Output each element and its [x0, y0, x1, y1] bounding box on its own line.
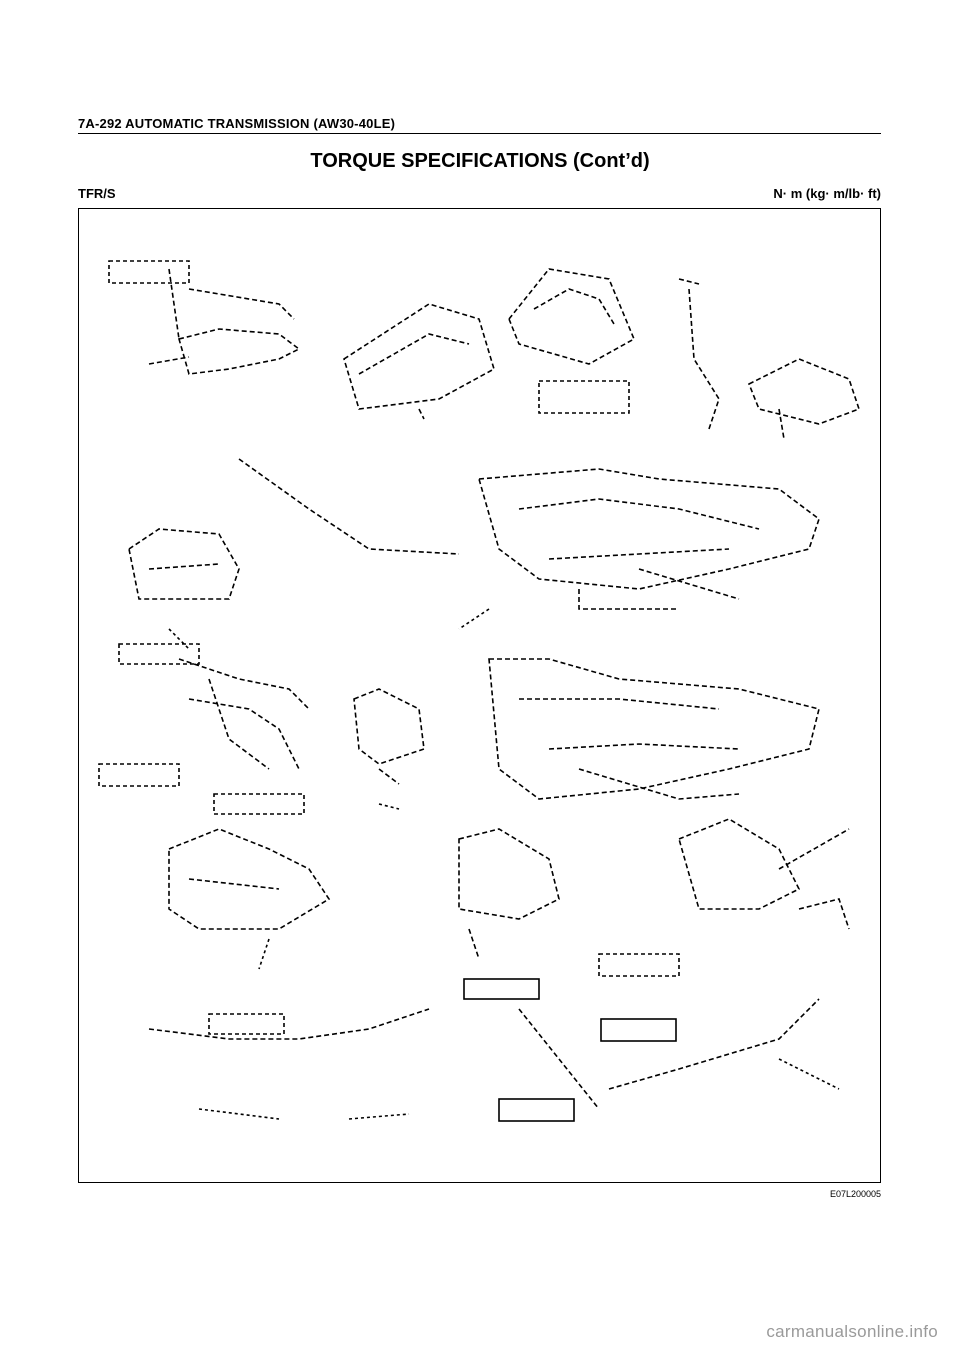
side-housing [128, 528, 240, 600]
transmission-upper [477, 468, 820, 610]
bracket-top-left [148, 268, 301, 375]
running-header: 7A-292 AUTOMATIC TRANSMISSION (AW30-40LE… [78, 116, 396, 131]
tray-plate [508, 268, 636, 365]
leader-lines [168, 608, 840, 1120]
linkage-cluster [178, 658, 310, 770]
lower-linkage-left [168, 828, 331, 930]
label-box-4 [98, 763, 180, 787]
cable-left [148, 1008, 430, 1040]
label-box-9 [600, 1018, 677, 1042]
label-box-5 [213, 793, 305, 815]
label-box-10 [498, 1098, 575, 1122]
header-rule [78, 133, 881, 134]
lower-linkage-center [458, 828, 560, 960]
lower-linkage-right [678, 818, 850, 930]
torque-diagram-frame [78, 208, 881, 1183]
figure-code: E07L200005 [829, 1189, 881, 1199]
label-box-7 [598, 953, 680, 977]
label-box-2 [538, 380, 630, 414]
shift-rod [678, 278, 720, 430]
label-box-1 [108, 260, 190, 284]
units-label: N· m (kg· m/lb· ft) [773, 186, 881, 201]
center-bracket [353, 688, 425, 785]
long-shaft [238, 458, 460, 555]
model-label: TFR/S [78, 186, 116, 201]
transmission-lower [488, 658, 820, 800]
shift-cover [343, 303, 495, 420]
page-title: TORQUE SPECIFICATIONS (Cont’d) [310, 150, 650, 172]
torque-diagram [98, 260, 861, 1122]
cable-center [518, 1008, 600, 1110]
label-box-8 [208, 1013, 285, 1035]
watermark: carmanualsonline.info [766, 1322, 938, 1341]
label-box-3 [118, 643, 200, 665]
label-box-6 [463, 978, 540, 1000]
valve-body [747, 358, 861, 440]
cable-right [608, 998, 820, 1090]
